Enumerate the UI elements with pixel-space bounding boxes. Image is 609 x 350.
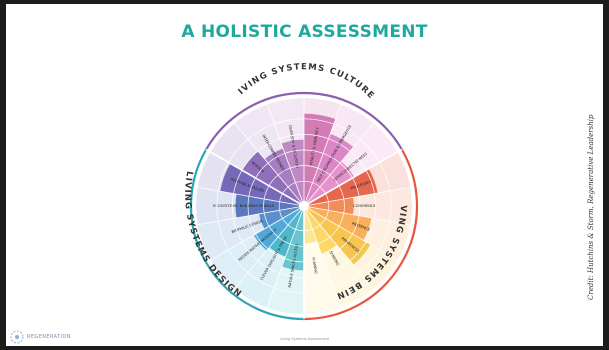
wheel-segment-framing: FRAMING	[304, 209, 341, 314]
logo-text: REGENERATION	[27, 334, 71, 340]
section-outline-living-systems-culture	[205, 91, 403, 151]
wheel-segment-sensing: SENSING	[305, 209, 374, 308]
segment-level-fill	[282, 209, 304, 271]
segment-divider	[197, 205, 305, 226]
segment-level-fill	[304, 113, 336, 203]
segment-divider	[210, 205, 305, 261]
segment-label: SENSING	[328, 250, 340, 266]
section-outline-living-systems-being	[303, 148, 419, 321]
segment-label: PRESENCE	[351, 222, 371, 232]
segment-divider	[303, 205, 374, 289]
segment-divider	[303, 205, 342, 308]
wheel-segment-diversity-inclusion: DIVERSITY & INCLUSION	[267, 98, 304, 203]
segment-level-fill	[307, 197, 354, 215]
segment-level-fill	[235, 194, 301, 218]
section-divider	[303, 148, 403, 207]
segment-level-fill	[220, 163, 301, 206]
segment-divider	[303, 205, 411, 226]
wheel-segment-processes: PROCESSES	[307, 152, 411, 206]
segment-level-fill	[264, 148, 303, 203]
segment-level-fill	[305, 133, 354, 203]
segment-label: FRAMING	[311, 257, 318, 274]
segment-label: ECOSYSTEMIC BUSINESS MODELS	[213, 204, 275, 208]
segment-level-fill	[241, 151, 302, 204]
segment-divider	[266, 104, 305, 207]
segment-label: VITALITY & VIBRANCY	[309, 126, 320, 165]
segment-label: COHERENCE	[353, 204, 376, 208]
segment-label: DIVERSITY & INCLUSION	[288, 125, 300, 169]
wheel-segment-purpose-values: PURPOSE & VALUES	[197, 152, 301, 206]
segment-level-fill	[253, 208, 302, 251]
section-title-culture: LIVING SYSTEMS CULTURE	[144, 56, 376, 101]
segment-divider	[303, 186, 411, 207]
wheel-hub	[299, 201, 309, 211]
wheel-segment-vitality-vibrancy: VITALITY & VIBRANCY	[304, 98, 341, 203]
segment-divider	[234, 205, 305, 289]
wheel-segment-nature-spaces-access: NATURE SPACES ACCESS	[267, 209, 304, 314]
segment-level-fill	[306, 161, 355, 204]
segment-label: PROCESSES	[350, 180, 372, 191]
slide-title: A HOLISTIC ASSESSMENT	[181, 22, 428, 42]
footer-caption: Living Systems Assessment	[279, 336, 330, 341]
segment-level-fill	[281, 139, 304, 203]
segment-divider	[303, 123, 374, 207]
slide: A HOLISTIC ASSESSMENT VITALITY & VIBRANC…	[6, 4, 603, 346]
segment-level-fill	[304, 209, 317, 244]
segment-label: NATURE SPACES ACCESS	[288, 243, 300, 288]
wheel-segment-wisdom: WISDOM	[210, 123, 302, 204]
segment-divider	[303, 104, 342, 207]
segment-divider	[303, 205, 398, 261]
segment-level-fill	[269, 209, 303, 257]
image-credit: Credit: Hutchins & Storm, Regenerative L…	[587, 114, 595, 300]
segment-level-fill	[305, 209, 337, 254]
section-divider	[205, 148, 305, 207]
leaf-logo-icon	[10, 330, 24, 344]
section-outline-living-systems-design	[189, 148, 305, 321]
wheel-rings	[189, 91, 419, 321]
brand-logo: REGENERATION	[10, 330, 71, 344]
segment-divider	[197, 186, 305, 207]
segment-divider	[234, 123, 305, 207]
segment-divider	[266, 205, 305, 308]
segment-level-fill	[307, 168, 378, 206]
